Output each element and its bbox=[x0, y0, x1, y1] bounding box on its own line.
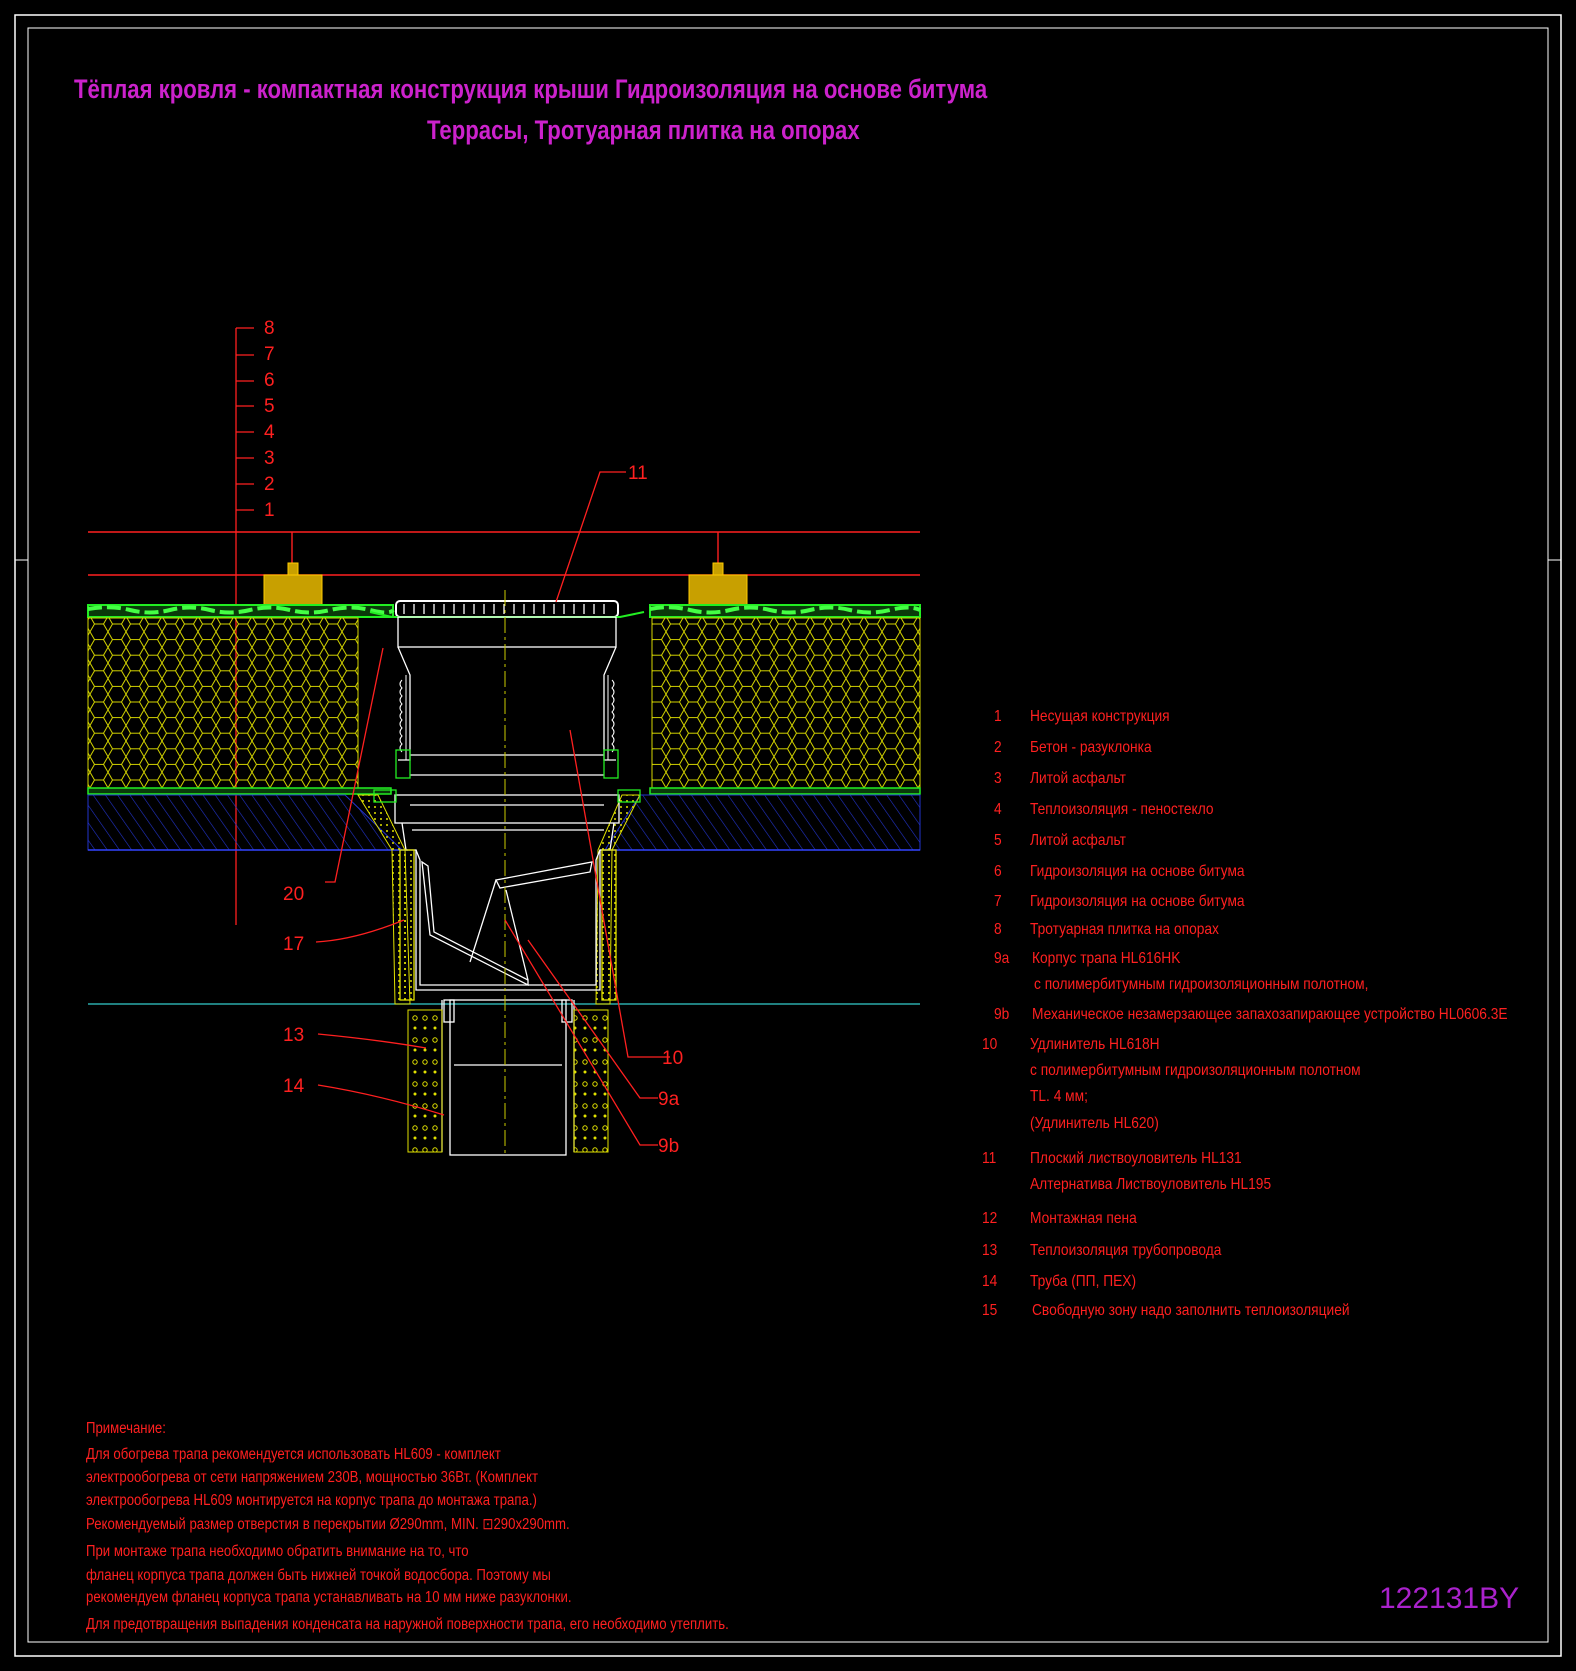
layer-mark-5: 5 bbox=[264, 396, 275, 417]
legend-text: Монтажная пена bbox=[1030, 1210, 1137, 1227]
note-heading: Примечание: bbox=[86, 1420, 166, 1437]
legend-text: Удлинитель HL618H bbox=[1030, 1036, 1160, 1053]
odor-trap bbox=[421, 860, 529, 987]
callout-13: 13 bbox=[283, 1025, 305, 1046]
note-line: Для предотвращения выпадения конденсата … bbox=[86, 1616, 729, 1633]
legend-text: Теплоизоляция - пеностекло bbox=[1030, 801, 1214, 818]
callout-17: 17 bbox=[283, 934, 305, 955]
drawing-code: 122131BY bbox=[1379, 1582, 1520, 1615]
legend-text: Свободную зону надо заполнить теплоизоля… bbox=[1032, 1302, 1350, 1319]
legend-text: с полимербитумным гидроизоляционным поло… bbox=[1030, 1062, 1361, 1079]
layer-mark-4: 4 bbox=[264, 422, 275, 443]
note-line: электрообогрева HL609 монтируется на кор… bbox=[86, 1492, 537, 1509]
legend-num: 5 bbox=[994, 832, 1002, 849]
legend-text: Труба (ПП, ПЕХ) bbox=[1030, 1273, 1137, 1290]
leaf-guard bbox=[395, 600, 619, 618]
legend-num: 7 bbox=[994, 893, 1002, 910]
drain-body bbox=[401, 822, 615, 991]
legend-text: TL. 4 мм; bbox=[1030, 1088, 1088, 1105]
layer-waterproofing bbox=[87, 604, 921, 618]
layer-paving-tiles bbox=[88, 531, 920, 608]
note-line: электрообогрева от сети напряжением 230В… bbox=[86, 1469, 539, 1486]
drain-assembly bbox=[369, 590, 645, 1156]
legend-text: Корпус трапа HL616HK bbox=[1032, 950, 1181, 967]
legend-num: 13 bbox=[982, 1242, 998, 1259]
legend-text: Алтернатива Листвоуловитель HL195 bbox=[1030, 1176, 1272, 1193]
layer-mark-6: 6 bbox=[264, 370, 275, 391]
legend-num: 14 bbox=[982, 1273, 998, 1290]
legend-text: (Удлинитель HL620) bbox=[1030, 1115, 1159, 1132]
drain-outlet-pipe bbox=[449, 999, 567, 1156]
legend-text: Теплоизоляция трубопровода bbox=[1030, 1242, 1222, 1259]
frame-border-outer bbox=[14, 14, 1562, 1657]
frame-border-inner bbox=[27, 27, 1549, 1643]
legend-num: 8 bbox=[994, 921, 1002, 938]
legend-num: 12 bbox=[982, 1210, 998, 1227]
legend-num: 6 bbox=[994, 863, 1002, 880]
legend-num: 11 bbox=[982, 1150, 997, 1167]
legend-num: 15 bbox=[982, 1302, 998, 1319]
layer-mark-3: 3 bbox=[264, 448, 275, 469]
legend-text: Литой асфальт bbox=[1030, 832, 1126, 849]
legend-text: Несущая конструкция bbox=[1030, 708, 1170, 725]
layer-mark-7: 7 bbox=[264, 344, 275, 365]
legend-text: Гидроизоляция на основе битума bbox=[1030, 863, 1245, 880]
legend-num: 9a bbox=[994, 950, 1010, 967]
note-line: При монтаже трапа необходимо обратить вн… bbox=[86, 1543, 469, 1560]
note-line: Для обогрева трапа рекомендуется использ… bbox=[86, 1446, 501, 1463]
legend-text: Механическое незамерзающее запахозапираю… bbox=[1032, 1006, 1508, 1023]
note-line: Рекомендуемый размер отверстия в перекры… bbox=[86, 1516, 570, 1533]
pipe-insulation-right bbox=[573, 1009, 609, 1153]
callout-9a: 9a bbox=[658, 1089, 680, 1110]
callout-14: 14 bbox=[283, 1076, 305, 1097]
tile-support-left bbox=[263, 574, 323, 608]
layer-insulation-left bbox=[87, 617, 359, 789]
callout-11: 11 bbox=[628, 463, 648, 484]
layer-concrete bbox=[87, 794, 404, 851]
note-line: рекомендуем фланец корпуса трапа устанав… bbox=[86, 1589, 572, 1606]
legend-num: 10 bbox=[982, 1036, 998, 1053]
layer-insulation-right bbox=[651, 617, 921, 789]
layer-mark-1: 1 bbox=[264, 500, 275, 521]
callout-10: 10 bbox=[662, 1048, 684, 1069]
callout-9b: 9b bbox=[658, 1136, 680, 1157]
tile-support-right bbox=[688, 574, 748, 608]
legend-num: 9b bbox=[994, 1006, 1010, 1023]
drain-sealing-foam bbox=[357, 794, 411, 1005]
legend-text: Бетон - разуклонка bbox=[1030, 739, 1152, 756]
title-line-2: Террасы, Тротуарная плитка на опорах bbox=[427, 115, 860, 145]
legend-num: 3 bbox=[994, 770, 1002, 787]
layer-mark-2: 2 bbox=[264, 474, 275, 495]
pipe-insulation-left bbox=[407, 1009, 443, 1153]
legend-text: с полимербитумным гидроизоляционным поло… bbox=[1034, 976, 1369, 993]
callout-20: 20 bbox=[283, 884, 305, 905]
legend-num: 4 bbox=[994, 801, 1002, 818]
title-line-1: Тёплая кровля - компактная конструкция к… bbox=[74, 74, 988, 104]
legend-text: Гидроизоляция на основе битума bbox=[1030, 893, 1245, 910]
legend-text: Плоский листвоуловитель HL131 bbox=[1030, 1150, 1242, 1167]
legend-num: 1 bbox=[994, 708, 1002, 725]
legend-text: Литой асфальт bbox=[1030, 770, 1126, 787]
layer-mark-8: 8 bbox=[264, 318, 275, 339]
callout-leaders bbox=[315, 471, 670, 1146]
legend-num: 2 bbox=[994, 739, 1002, 756]
note-line: фланец корпуса трапа должен быть нижней … bbox=[86, 1567, 551, 1584]
legend-text: Тротуарная плитка на опорах bbox=[1030, 921, 1219, 938]
